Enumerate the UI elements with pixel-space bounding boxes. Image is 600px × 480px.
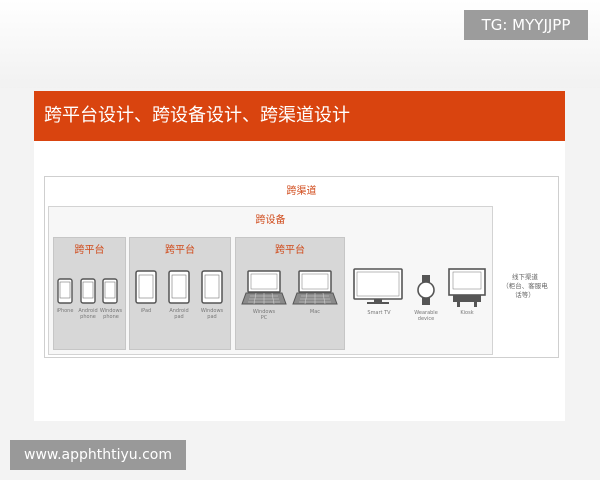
device-label-kiosk: Kiosk xyxy=(460,310,474,316)
device-label-mac: Mac xyxy=(309,309,321,315)
watermark-top: TG: MYYJJPP xyxy=(464,10,588,40)
device-label-iphone: iPhone xyxy=(56,308,74,314)
phone-icon xyxy=(57,278,73,304)
tablet-icon xyxy=(135,270,157,304)
device-label-windows-pc: Windows PC xyxy=(252,309,276,321)
smartwatch-icon xyxy=(417,275,435,305)
phone-icon xyxy=(102,278,118,304)
phone-icon xyxy=(80,278,96,304)
smart-tv-icon xyxy=(353,268,403,304)
device-label-ipad: iPad xyxy=(140,308,152,314)
title-bar: 跨平台设计、跨设备设计、跨渠道设计 xyxy=(34,91,565,141)
offline-channel-note: 线下渠道 （柜台、客服电 话等） xyxy=(502,273,548,299)
platform-label: 跨平台 xyxy=(74,245,105,256)
device-label-smart-tv: Smart TV xyxy=(367,310,391,316)
device-label-windows-phone: Windows phone xyxy=(99,308,123,320)
tablet-icon xyxy=(168,270,190,304)
device-label-android-pad: Android pad xyxy=(169,308,189,320)
cross-device-label: 跨设备 xyxy=(255,215,286,226)
laptop-icon xyxy=(241,270,287,305)
device-label-android-phone: Android phone xyxy=(78,308,98,320)
platform-label: 跨平台 xyxy=(165,245,195,256)
cross-channel-label: 跨渠道 xyxy=(286,186,317,197)
slide-title: 跨平台设计、跨设备设计、跨渠道设计 xyxy=(44,105,350,126)
platform-label: 跨平台 xyxy=(275,245,305,256)
laptop-icon xyxy=(292,270,338,305)
kiosk-icon xyxy=(448,268,486,307)
device-label-windows-pad: Windows pad xyxy=(200,308,224,320)
device-label-wearable: Wearable device xyxy=(414,310,438,322)
watermark-bottom: www.apphthtiyu.com xyxy=(10,440,186,470)
tablet-icon xyxy=(201,270,223,304)
